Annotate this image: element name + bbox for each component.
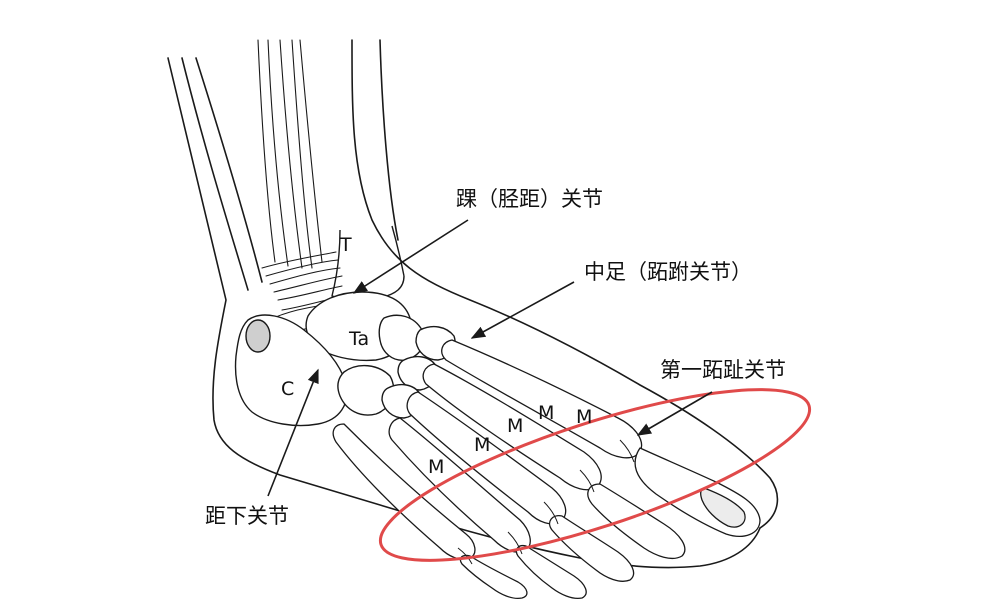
bone-label-metatarsal-4: M	[474, 434, 491, 456]
arrow-subtalar	[267, 368, 319, 497]
bone-label-metatarsal-3: M	[507, 415, 524, 437]
cuboid-bone	[337, 365, 395, 416]
arrow-mtp	[636, 391, 713, 436]
calcaneus-facet	[245, 319, 271, 353]
bone-label-metatarsal-2: M	[576, 406, 593, 428]
label-midfoot-joint: 中足（跖跗关节）	[584, 260, 752, 284]
tarsal-bones	[234, 291, 456, 427]
metatarsal-bones	[332, 339, 643, 560]
label-ankle-joint: 踝（胫距）关节	[456, 187, 603, 211]
label-first-mtp-joint: 第一跖趾关节	[660, 358, 786, 382]
bone-label-calcaneus: C	[281, 378, 295, 400]
bone-label-tibia: T	[340, 234, 352, 256]
foot-outline	[167, 39, 779, 569]
label-subtalar-joint: 距下关节	[205, 504, 289, 528]
arrow-midfoot	[470, 281, 575, 339]
bone-label-metatarsal-5: M	[428, 456, 445, 478]
joint-details	[457, 439, 635, 565]
bone-label-talus: Ta	[349, 328, 370, 350]
leader-arrows	[267, 219, 713, 497]
arrow-ankle	[352, 219, 469, 294]
mtp-highlight-ellipse	[378, 388, 812, 562]
phalanges	[459, 447, 761, 600]
bone-label-metatarsal-1: M	[538, 402, 555, 424]
